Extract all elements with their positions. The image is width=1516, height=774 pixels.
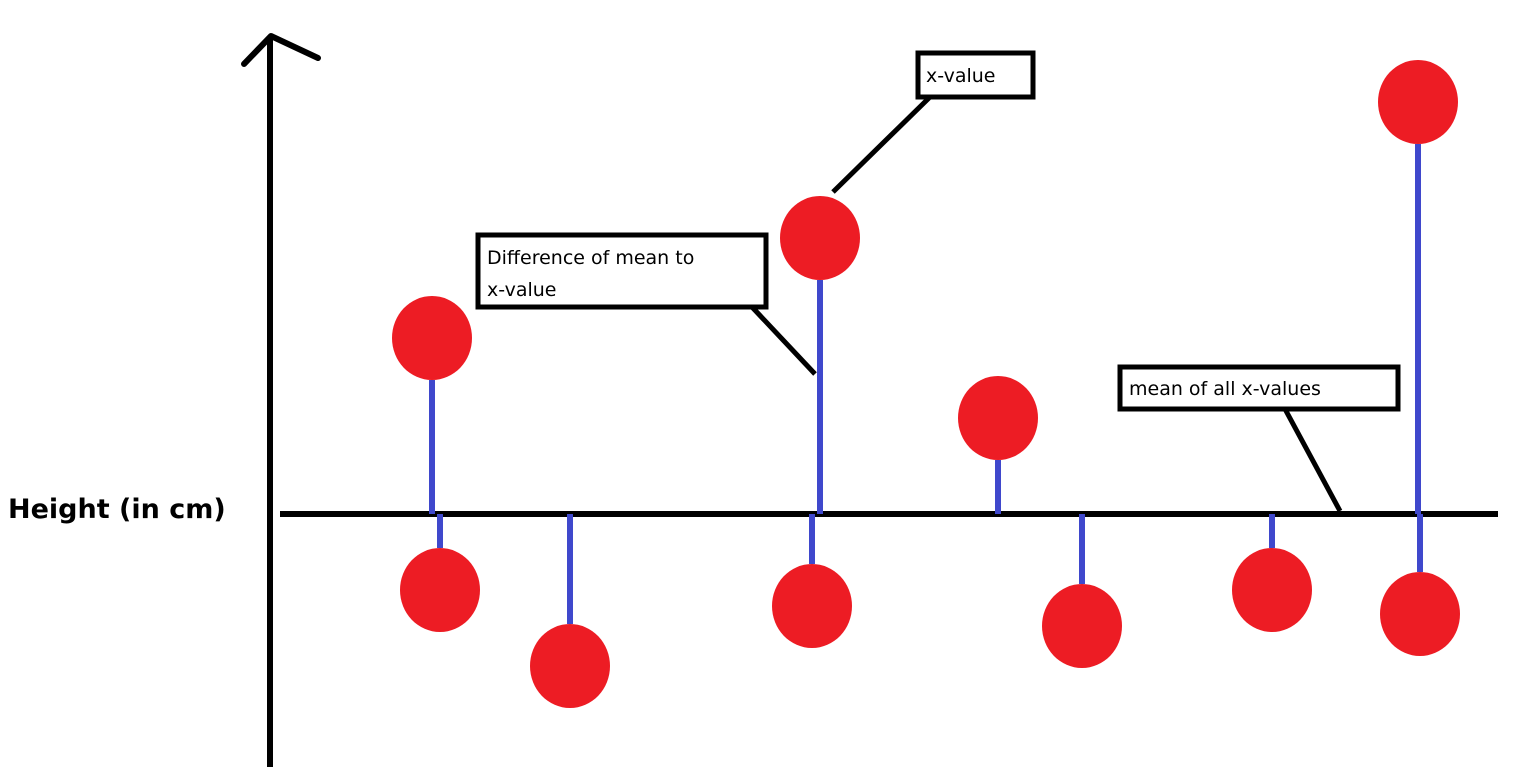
annotation-mean-leader (1282, 407, 1343, 513)
annotation-x-value: x-value (831, 50, 1036, 194)
data-points (392, 60, 1460, 708)
annotation-mean-text: mean of all x-values (1129, 378, 1321, 400)
data-point (958, 376, 1038, 460)
data-point (400, 548, 480, 632)
data-point (392, 296, 472, 380)
annotation-mean-box (1117, 364, 1401, 412)
annotation-x-value-leader (831, 95, 932, 194)
data-point (1378, 60, 1458, 144)
data-point (1380, 572, 1460, 656)
y-axis-label: Height (in cm) (8, 494, 226, 525)
data-point (1042, 584, 1122, 668)
data-point (772, 564, 852, 648)
annotation-x-value-box (915, 50, 1036, 100)
annotation-difference-leader (750, 305, 817, 376)
annotation-mean: mean of all x-values (1117, 364, 1401, 513)
annotation-difference-line-2: x-value (487, 279, 557, 301)
annotation-x-value-text: x-value (926, 65, 996, 87)
annotation-difference-line-1: Difference of mean to (487, 247, 694, 269)
annotation-difference-box (475, 232, 769, 310)
data-point (1232, 548, 1312, 632)
annotation-difference: Difference of mean to x-value (475, 232, 817, 376)
y-axis (241, 33, 321, 767)
data-point (530, 624, 610, 708)
y-axis-arrowhead-icon (241, 33, 321, 67)
data-point (780, 196, 860, 280)
